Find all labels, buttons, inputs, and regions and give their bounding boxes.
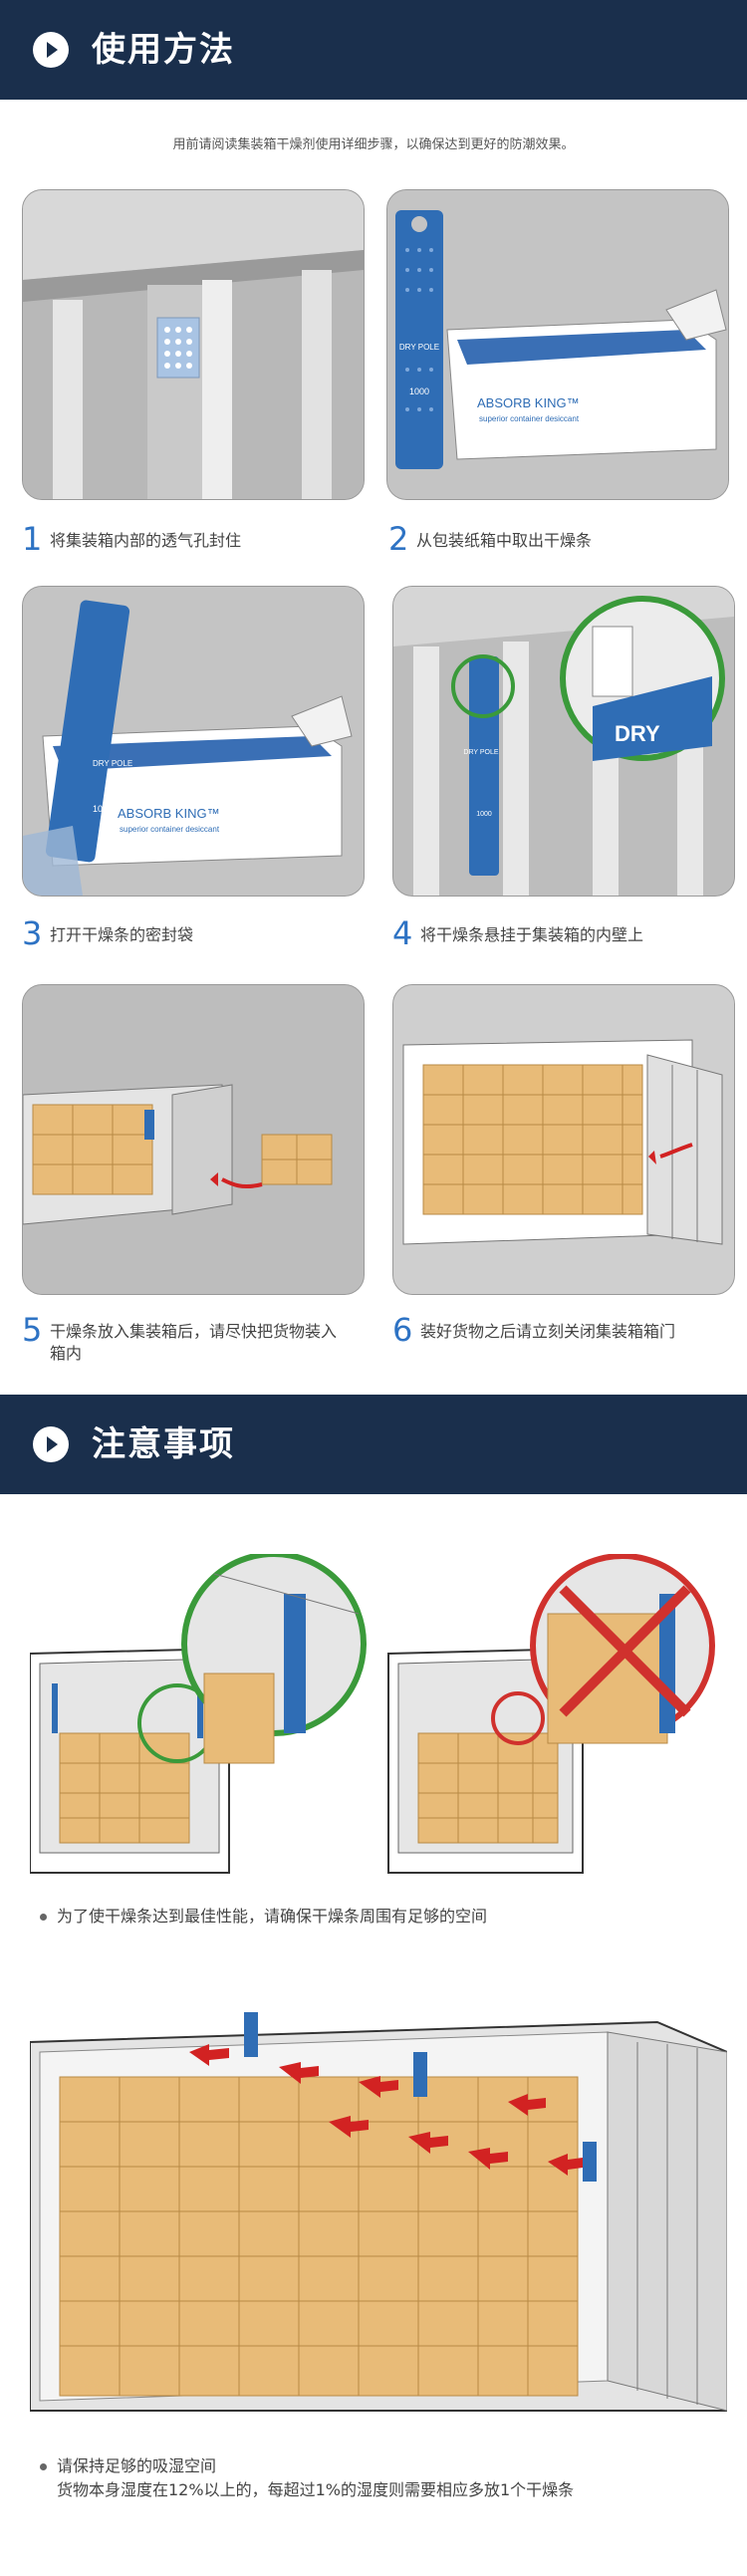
step3-number: 3 [22, 914, 43, 952]
usage-title: 使用方法 [92, 30, 235, 70]
step2-text: 从包装纸箱中取出干燥条 [416, 531, 593, 550]
play-circle-icon [33, 1426, 69, 1462]
note-moisture: 请保持足够的吸湿空间 货物本身湿度在12%以上的，每超过1%的湿度则需要相应多放… [40, 2454, 574, 2502]
step4-strip-label: DRY POLE [463, 749, 498, 756]
step1: 1 将集装箱内部的透气孔封住 [22, 521, 361, 557]
step4-text: 将干燥条悬挂于集装箱的内壁上 [420, 925, 644, 944]
step3: 3 打开干燥条的密封袋 [22, 915, 361, 951]
step2-tagline: superior container desiccant [479, 414, 580, 423]
step2: 2 从包装纸箱中取出干燥条 [388, 521, 727, 557]
step5-text: 干燥条放入集装箱后，请尽快把货物装入箱内 [50, 1322, 338, 1363]
step2-strip-weight: 1000 [409, 386, 429, 396]
step5-image [22, 984, 365, 1295]
step1-number: 1 [22, 520, 43, 558]
spacing-comparison-image [30, 1554, 717, 1883]
step6-number: 6 [392, 1311, 413, 1349]
note-spacing-text: 为了使干燥条达到最佳性能，请确保干燥条周围有足够的空间 [57, 1907, 488, 1926]
step5-number: 5 [22, 1311, 43, 1349]
step4-number: 4 [392, 914, 413, 952]
step2-number: 2 [388, 520, 409, 558]
step4: 4 将干燥条悬挂于集装箱的内壁上 [392, 915, 731, 951]
note-moisture-line2: 货物本身湿度在12%以上的，每超过1%的湿度则需要相应多放1个干燥条 [57, 2480, 575, 2499]
step6: 6 装好货物之后请立刻关闭集装箱箱门 [392, 1312, 731, 1348]
note-moisture-line1: 请保持足够的吸湿空间 [57, 2456, 217, 2475]
step1-image [22, 189, 365, 500]
step3-image: DRY POLE 1000 ABSORB KING™ superior cont… [22, 586, 365, 897]
step4-image: DRY DRY POLE 1000 [392, 586, 735, 897]
notice-header: 注意事项 [0, 1395, 747, 1494]
step2-brand: ABSORB KING™ [477, 395, 580, 410]
note-spacing: 为了使干燥条达到最佳性能，请确保干燥条周围有足够的空间 [40, 1905, 487, 1929]
step3-brand: ABSORB KING™ [118, 806, 220, 821]
bullet-icon [40, 2463, 47, 2470]
step3-strip-label: DRY POLE [93, 759, 132, 768]
play-circle-icon [33, 32, 69, 68]
step3-text: 打开干燥条的密封袋 [50, 925, 194, 944]
step6-image [392, 984, 735, 1295]
step2-image: DRY POLE 1000 ABSORB KING™ superior cont… [386, 189, 729, 500]
step3-tagline: superior container desiccant [120, 825, 220, 834]
step4-strip-weight: 1000 [476, 811, 492, 818]
step3-strip-weight: 1000 [93, 804, 113, 814]
bullet-icon [40, 1914, 47, 1921]
usage-header: 使用方法 [0, 0, 747, 100]
step5: 5 干燥条放入集装箱后，请尽快把货物装入箱内 [22, 1312, 361, 1365]
step2-strip-label: DRY POLE [399, 343, 439, 352]
moisture-space-image [30, 1982, 727, 2421]
step1-text: 将集装箱内部的透气孔封住 [50, 531, 242, 550]
usage-intro: 用前请阅读集装箱干燥剂使用详细步骤，以确保达到更好的防潮效果。 [172, 137, 575, 152]
svg-text:DRY: DRY [615, 721, 660, 746]
notice-title: 注意事项 [92, 1424, 235, 1464]
step6-text: 装好货物之后请立刻关闭集装箱箱门 [420, 1322, 676, 1341]
